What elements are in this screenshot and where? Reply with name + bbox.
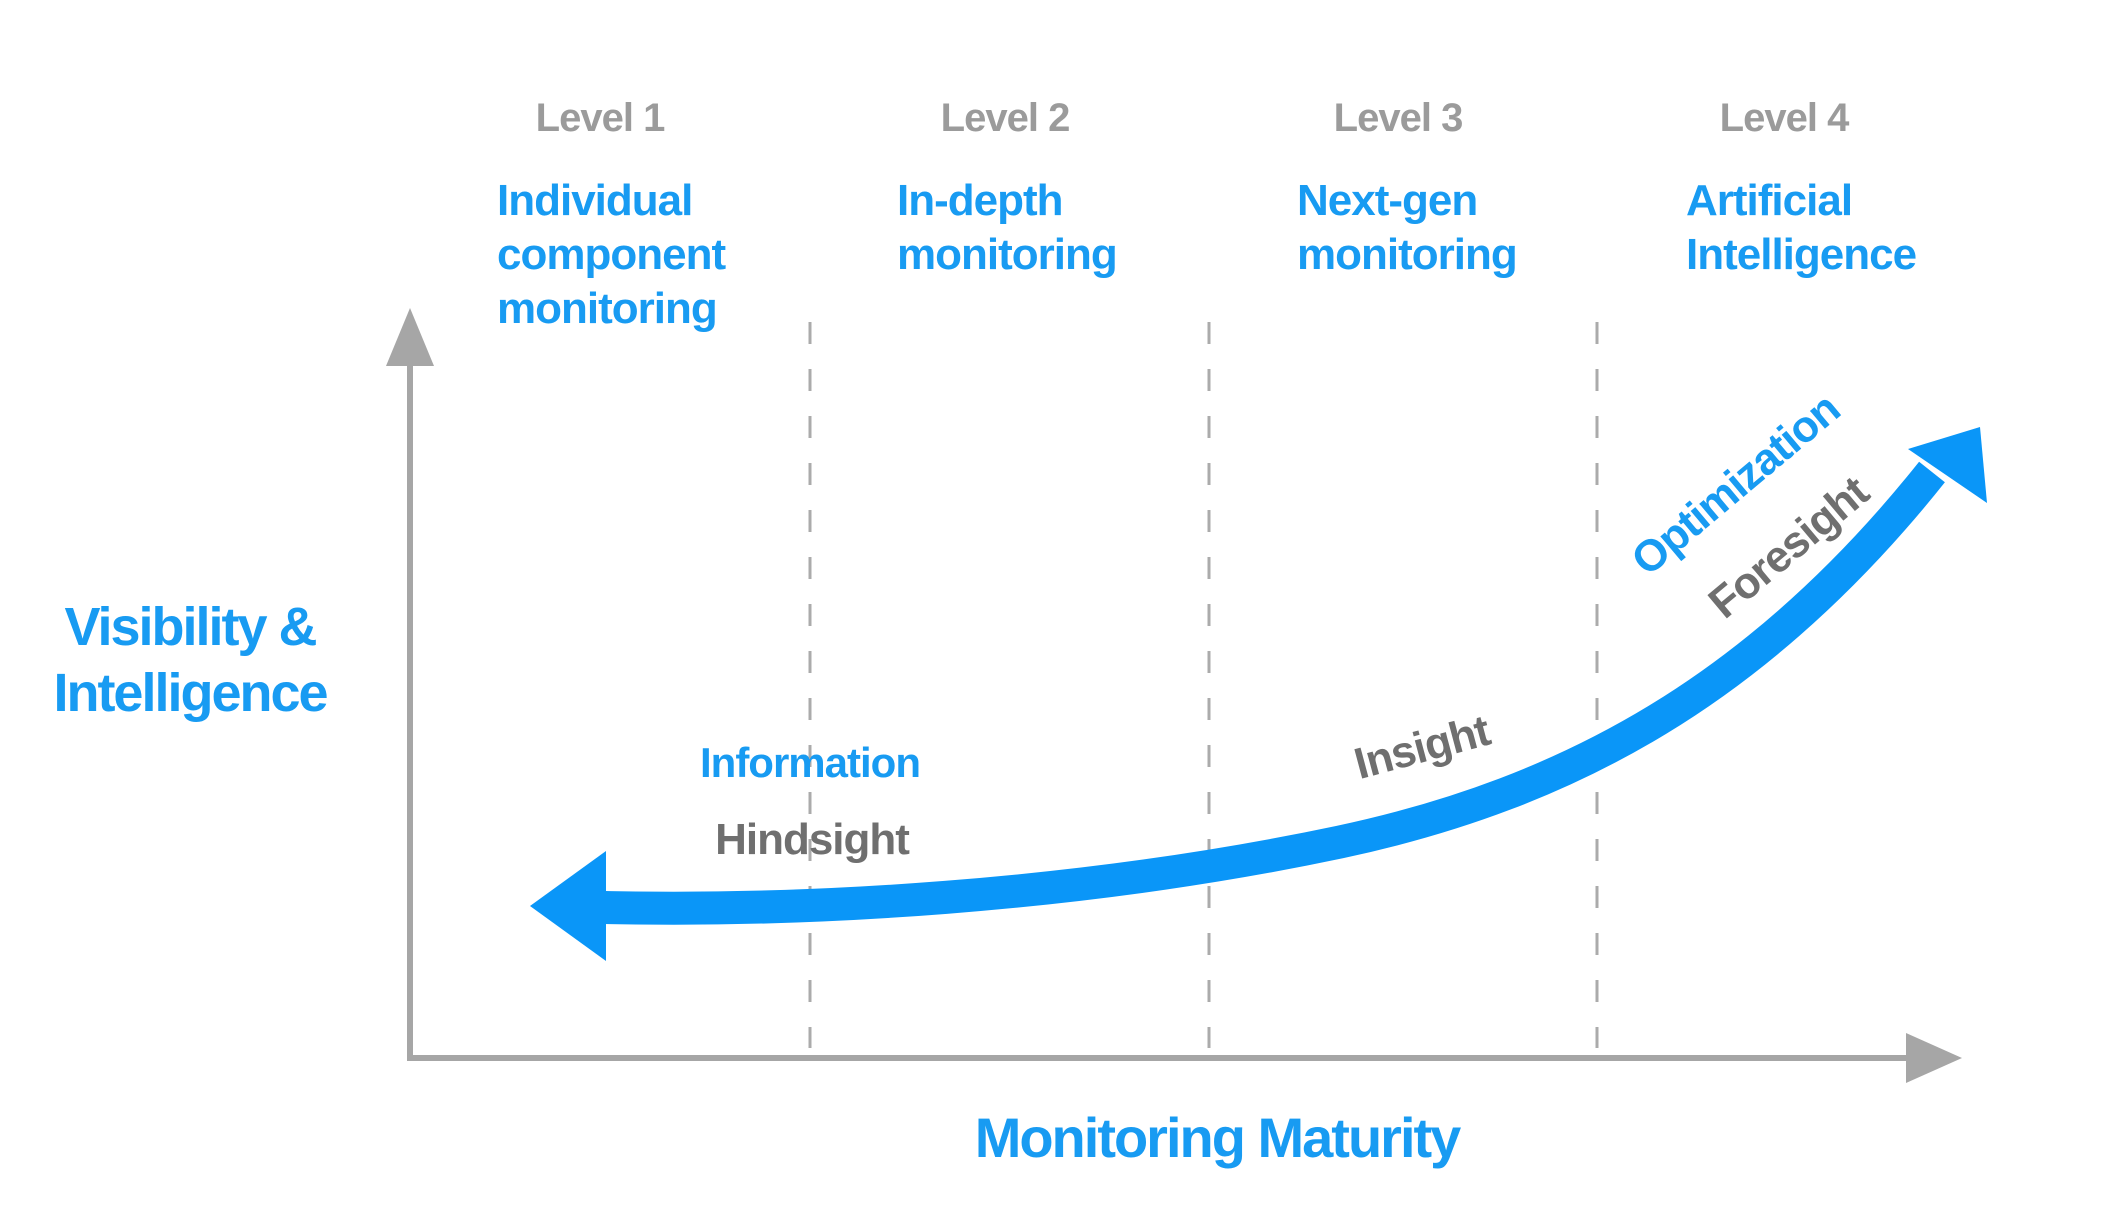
x-axis-title: Monitoring Maturity (974, 1106, 1462, 1169)
level-1-label: Level 1 (535, 96, 666, 140)
y-axis-arrowhead (386, 308, 434, 366)
level-3-title: Next-gen monitoring (1297, 176, 1518, 279)
maturity-curve (584, 461, 1945, 925)
level-1-title: Individual component monitoring (497, 176, 726, 333)
stage-information-label: Information (700, 739, 921, 786)
level-3-label: Level 3 (1333, 96, 1464, 140)
level-2-label: Level 2 (940, 96, 1071, 140)
level-2-title: In-depth monitoring (897, 176, 1118, 279)
curve-left-arrowhead (530, 851, 606, 961)
y-axis-title: Visibility & Intelligence (53, 597, 328, 723)
x-axis-arrowhead (1906, 1033, 1962, 1083)
level-4-label: Level 4 (1719, 96, 1850, 140)
stage-hindsight-label: Hindsight (715, 815, 910, 864)
level-4-title: Artificial Intelligence (1686, 176, 1917, 279)
curve-right-arrowhead (1908, 427, 1987, 503)
